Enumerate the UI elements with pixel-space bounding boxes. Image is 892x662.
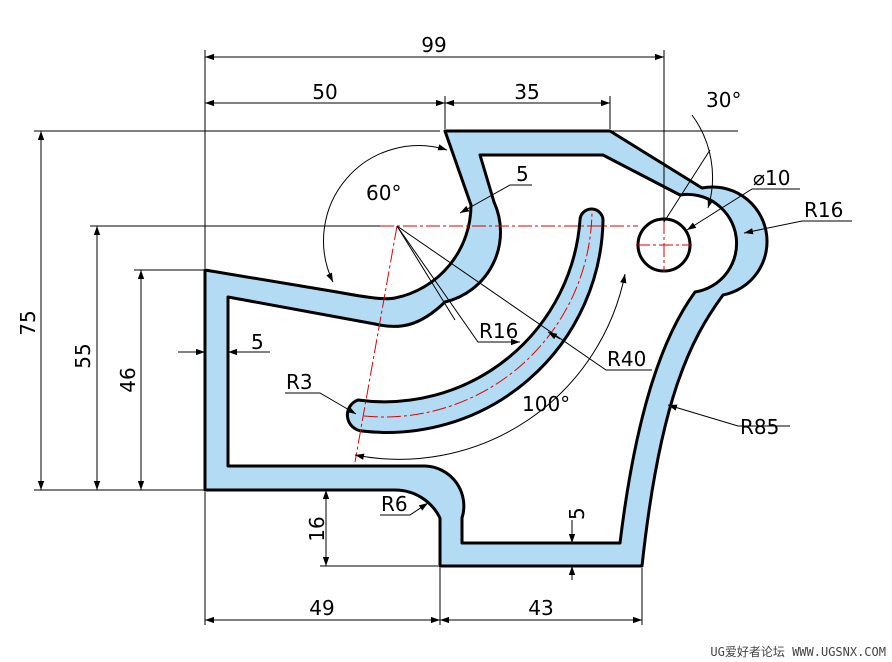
dim-height-left: 46 [116,367,140,392]
dim-bottom-left: 49 [309,596,334,620]
dim-wall-left: 5 [251,330,264,354]
leader-lines [285,188,852,516]
dim-radius-bottom-fillet: R6 [381,492,408,516]
dimension-lines [37,53,714,624]
dim-radius-slot: R40 [607,347,646,371]
dim-radius-boss: R16 [804,198,843,222]
dim-bottom-right: 43 [528,596,553,620]
dim-radius-notch: R16 [479,319,518,343]
dim-wall-bottom: 5 [565,507,589,520]
dim-radius-right-arc: R85 [740,415,779,439]
extension-lines [34,50,738,625]
dim-hole-dia: ⌀10 [753,166,791,190]
wall-band [205,131,768,566]
dimension-labels: 99 50 35 30° 75 55 46 5 5 5 60° 100° ⌀10… [16,33,843,620]
dim-step-height: 16 [305,516,329,541]
dim-overall-width: 99 [421,33,446,57]
dim-angle-notch: 60° [366,181,401,205]
dim-radius-slot-end: R3 [286,370,313,394]
dim-angle-top-right: 30° [706,88,741,112]
dim-height-center: 55 [71,343,95,368]
dim-wall-top: 5 [516,162,529,186]
dim-angle-slot: 100° [522,392,570,416]
dim-top-left: 50 [312,80,337,104]
dim-overall-height: 75 [16,310,40,335]
watermark: UG爱好者论坛 WWW.UGSNX.COM [710,645,886,659]
dim-top-right: 35 [514,80,539,104]
